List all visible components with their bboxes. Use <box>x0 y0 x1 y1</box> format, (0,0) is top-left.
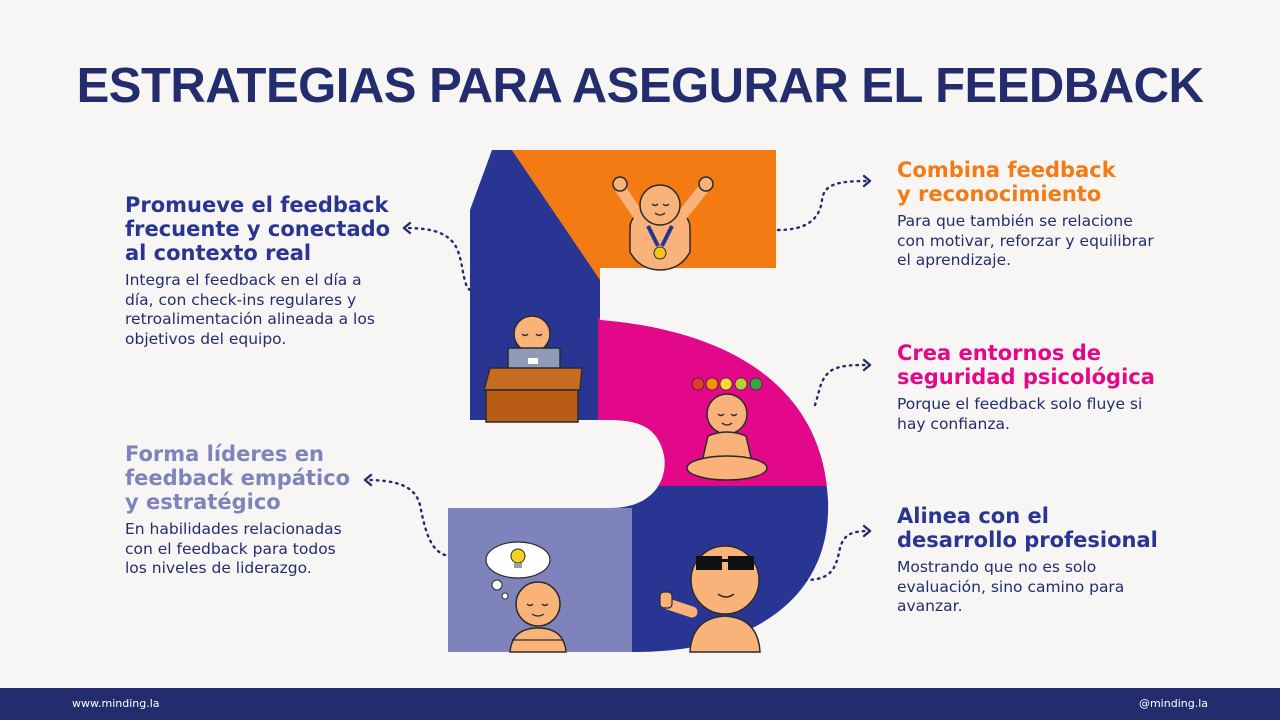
connector-lines <box>363 179 872 582</box>
strategy-block-desarrollo: Alinea con el desarrollo profesional Mos… <box>897 504 1158 617</box>
connector-2 <box>363 478 447 557</box>
person-thinking-lightbulb-icon <box>485 541 567 653</box>
person-with-sunglasses-icon <box>659 545 761 653</box>
strategy-title: Promueve el feedback frecuente y conecta… <box>125 193 391 265</box>
strategy-title: Alinea con el desarrollo profesional <box>897 504 1158 552</box>
person-with-laptop-icon <box>483 315 583 423</box>
strategy-block-lideres: Forma líderes en feedback empático y est… <box>125 442 350 579</box>
strategy-block-feedback-frecuente: Promueve el feedback frecuente y conecta… <box>125 193 390 349</box>
strategy-title: Combina feedback y reconocimiento <box>897 158 1116 206</box>
strategy-description: En habilidades relacionadas con el feedb… <box>125 520 342 577</box>
strategy-description: Porque el feedback solo fluye si hay con… <box>897 395 1143 433</box>
strategy-block-reconocimiento: Combina feedback y reconocimiento Para q… <box>897 158 1154 271</box>
connector-1 <box>402 226 472 292</box>
number-five-illustration <box>363 150 872 653</box>
footer-social-handle[interactable]: @minding.la <box>1138 697 1208 710</box>
footer-website-link[interactable]: www.minding.la <box>72 697 160 710</box>
person-meditating-icon <box>686 377 768 481</box>
page-title: ESTRATEGIAS PARA ASEGURAR EL FEEDBACK <box>76 59 1204 113</box>
connector-4 <box>813 363 872 407</box>
strategy-block-seguridad: Crea entornos de seguridad psicológica P… <box>897 341 1155 434</box>
strategy-title: Forma líderes en feedback empático y est… <box>125 442 351 514</box>
connector-5 <box>803 529 872 582</box>
strategy-title: Crea entornos de seguridad psicológica <box>897 341 1155 389</box>
strategy-description: Mostrando que no es solo evaluación, sin… <box>897 558 1125 615</box>
connector-arrowheads <box>363 174 872 538</box>
strategy-description: Para que también se relacione con motiva… <box>897 212 1154 269</box>
strategy-description: Integra el feedback en el día a día, con… <box>125 271 375 348</box>
person-with-medal-icon <box>612 176 714 271</box>
connector-3 <box>776 179 872 232</box>
footer-bar: www.minding.la @minding.la <box>0 688 1280 720</box>
